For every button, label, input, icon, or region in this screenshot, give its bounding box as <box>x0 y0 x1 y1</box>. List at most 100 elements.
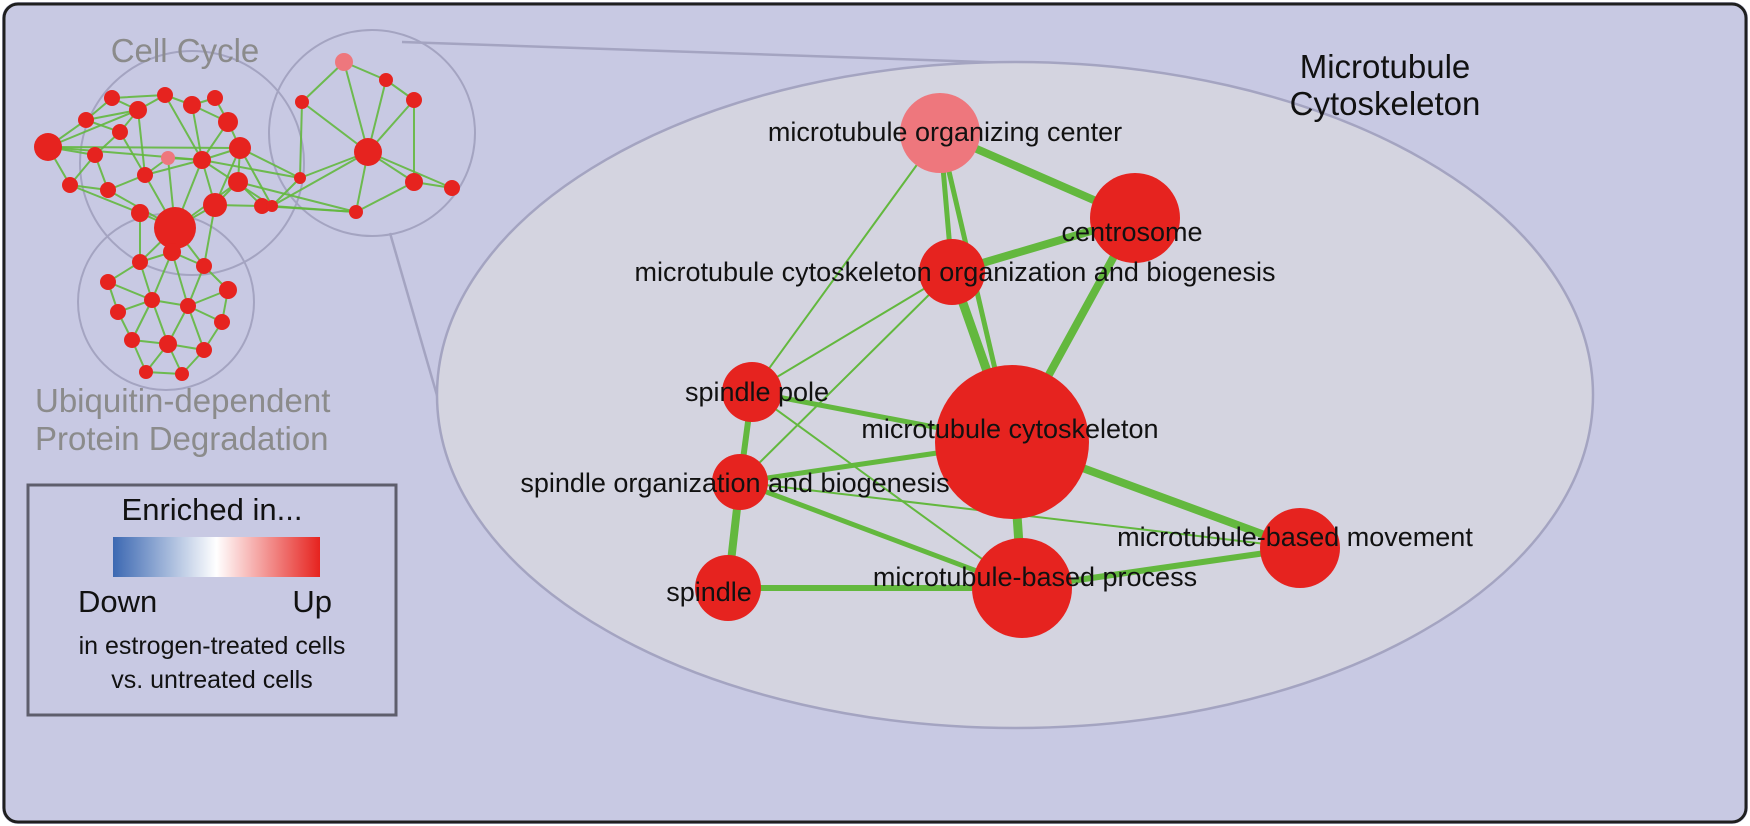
microtubule-title-line1: Microtubule <box>1300 48 1471 85</box>
legend-up-label: Up <box>292 584 332 619</box>
node-spindle <box>695 555 761 621</box>
mini-node-c14 <box>100 182 116 198</box>
mini-node-c12 <box>87 147 103 163</box>
mini-node-u7 <box>144 292 160 308</box>
mini-edge <box>237 181 357 213</box>
mini-map <box>34 29 476 391</box>
mini-node-c21 <box>254 198 270 214</box>
mini-edge <box>69 184 141 214</box>
mini-node-c18 <box>154 207 196 249</box>
node-label-mcob: microtubule cytoskeleton organization an… <box>635 257 1276 287</box>
mini-node-t2 <box>379 73 393 87</box>
node-mbp <box>972 538 1072 638</box>
legend-box <box>26 483 398 717</box>
cluster-circle-cell_cycle <box>79 50 305 276</box>
node-label-centrosome: centrosome <box>1061 217 1202 247</box>
legend-gradient-bar <box>113 537 320 577</box>
mini-node-c11 <box>112 124 128 140</box>
node-spindle_pole <box>722 362 782 422</box>
node-mc <box>935 365 1089 519</box>
mini-edge <box>201 159 301 179</box>
mini-cluster-circles <box>77 29 476 391</box>
mini-node-t3 <box>406 92 422 108</box>
mini-node-c3 <box>104 90 120 106</box>
mini-edge <box>271 205 357 213</box>
mini-node-c20 <box>131 204 149 222</box>
mini-node-t6 <box>405 173 423 191</box>
mini-edge <box>271 177 301 207</box>
mini-node-u8 <box>180 298 196 314</box>
node-mbm <box>1260 508 1340 588</box>
edge-spindle_pole-mbp <box>751 391 1023 589</box>
mini-node-c4 <box>129 101 147 119</box>
legend-title: Enriched in... <box>122 492 303 527</box>
mini-node-t10 <box>266 200 278 212</box>
mini-node-t5 <box>354 138 382 166</box>
mini-edge <box>47 146 241 149</box>
mini-node-u3 <box>163 243 181 261</box>
mini-edge <box>239 147 273 207</box>
mini-node-c1 <box>34 133 62 161</box>
node-label-sob: spindle organization and biogenesis <box>520 468 949 498</box>
mini-nodes <box>34 53 460 381</box>
node-label-spindle: spindle <box>666 577 752 607</box>
node-label-mc: microtubule cytoskeleton <box>861 414 1158 444</box>
mini-node-c5 <box>157 87 173 103</box>
mini-edge <box>119 131 146 176</box>
mini-node-u13 <box>139 365 153 379</box>
zoom-network: microtubule organizing center centrosome m… <box>520 93 1473 638</box>
mini-node-u14 <box>175 367 189 381</box>
mini-node-u9 <box>214 314 230 330</box>
mini-edge <box>355 181 415 213</box>
edge-moc-spindle_pole <box>751 132 941 393</box>
mini-node-u12 <box>196 342 212 358</box>
magnifier-line <box>401 40 1013 65</box>
zoom-network-nodes <box>695 93 1340 638</box>
mini-node-c15 <box>137 167 153 183</box>
mini-edge <box>111 94 166 99</box>
mini-node-t7 <box>444 180 460 196</box>
mini-node-c8 <box>218 112 238 132</box>
mini-node-c7 <box>207 90 223 106</box>
mini-node-u6 <box>110 304 126 320</box>
legend: Enriched in... Down Up in estrogen-treat… <box>26 483 398 717</box>
edge-mcob-spindle_pole <box>751 271 953 393</box>
mini-edge <box>171 251 189 307</box>
ubiquitin-label-line2: Protein Degradation <box>35 420 329 457</box>
mini-node-c19 <box>203 193 227 217</box>
mini-node-u4 <box>196 258 212 274</box>
mini-node-t4 <box>295 95 309 109</box>
mini-node-c6 <box>183 96 201 114</box>
mini-edge <box>239 147 301 179</box>
legend-caption-line2: vs. untreated cells <box>111 666 313 694</box>
node-label-mbm: microtubule-based movement <box>1117 522 1473 552</box>
mini-node-u10 <box>124 332 140 348</box>
legend-caption-line1: in estrogen-treated cells <box>79 632 346 660</box>
node-moc <box>900 93 980 173</box>
cluster-circle-microtubule <box>268 29 476 237</box>
cell-cycle-label: Cell Cycle <box>111 32 260 69</box>
mini-node-c17 <box>193 151 211 169</box>
legend-down-label: Down <box>78 584 157 619</box>
node-label-mbp: microtubule-based process <box>873 562 1197 592</box>
mini-node-c9 <box>229 137 251 159</box>
edge-mcob-sob <box>739 271 953 483</box>
mini-edge <box>367 151 453 189</box>
mini-node-c10 <box>228 172 248 192</box>
mini-node-u5 <box>219 281 237 299</box>
zoom-network-labels: microtubule organizing center centrosome m… <box>520 117 1473 607</box>
mini-edge <box>301 61 345 103</box>
mini-node-c13 <box>62 177 78 193</box>
mini-node-u1 <box>100 274 116 290</box>
microtubule-title-line2: Cytoskeleton <box>1290 85 1481 122</box>
mini-edge <box>299 101 303 179</box>
mini-edge <box>191 104 203 161</box>
mini-edge <box>144 159 203 176</box>
mini-node-c16 <box>161 151 175 165</box>
mini-node-t1 <box>335 53 353 71</box>
node-label-moc: microtubule organizing center <box>768 117 1122 147</box>
mini-edge <box>271 151 369 207</box>
mini-edge <box>164 94 203 161</box>
